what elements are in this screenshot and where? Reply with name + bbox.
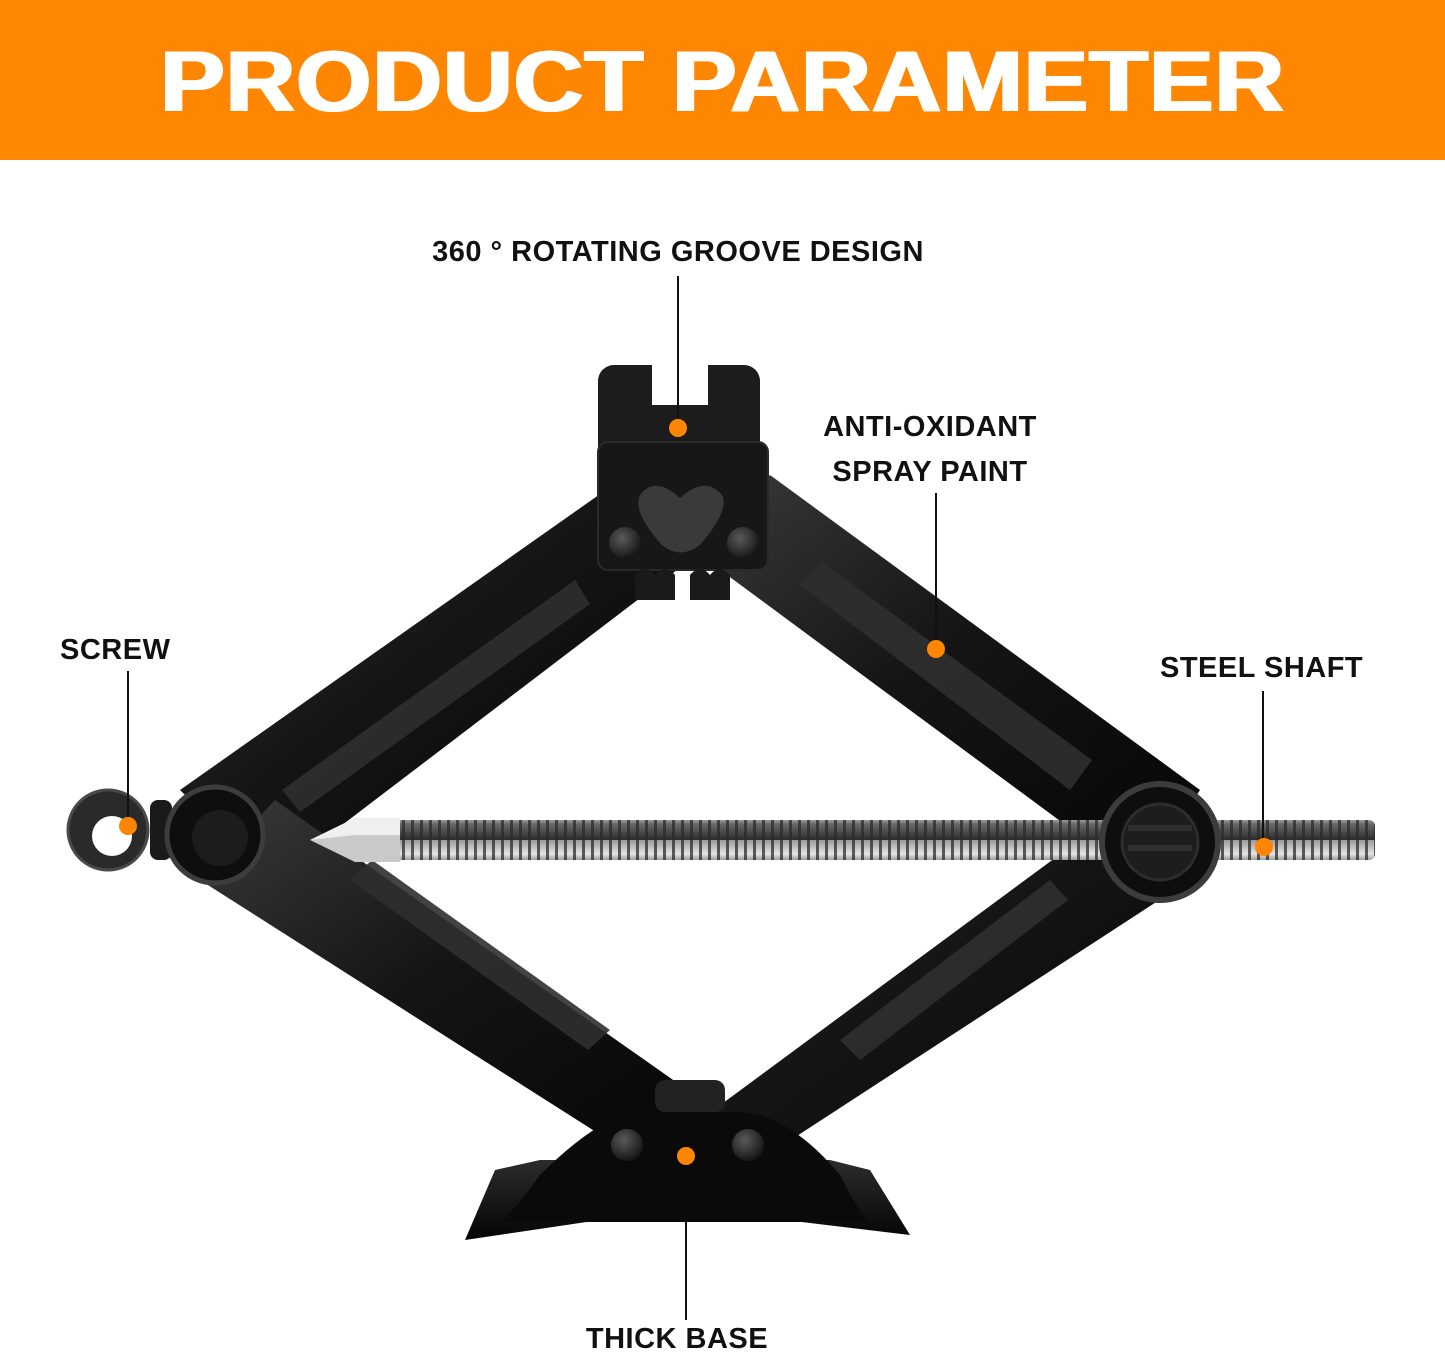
upper-left-arm: [180, 480, 690, 880]
callout-label-screw: SCREW: [60, 634, 171, 666]
callout-leader-screw: [127, 671, 129, 823]
callout-leader-shaft: [1262, 691, 1264, 843]
lower-right-arm: [700, 810, 1190, 1160]
header-banner: PRODUCT PARAMETER: [0, 0, 1445, 160]
callout-label-groove: 360 ° ROTATING GROOVE DESIGN: [432, 236, 924, 268]
callout-dot-groove: [669, 419, 687, 437]
callout-dot-base: [677, 1147, 695, 1165]
lower-left-arm: [200, 800, 730, 1160]
upper-right-arm: [700, 475, 1200, 880]
callout-leader-base: [685, 1220, 687, 1320]
base: [465, 1080, 910, 1240]
callout-label-base: THICK BASE: [585, 1323, 769, 1355]
callout-label-shaft: STEEL SHAFT: [1160, 652, 1364, 684]
callout-label-paint-line1: ANTI-OXIDANT: [823, 411, 1037, 443]
page-title: PRODUCT PARAMETER: [160, 33, 1285, 130]
callout-dot-paint: [927, 640, 945, 658]
right-pivot: [1099, 781, 1221, 903]
callout-label-paint-line2: SPRAY PAINT: [832, 456, 1028, 488]
left-pivot: [66, 784, 266, 886]
top-saddle: [597, 365, 769, 600]
callout-dot-shaft: [1255, 838, 1273, 856]
callout-leader-groove: [677, 276, 679, 426]
callout-leader-paint: [935, 493, 937, 645]
callout-dot-screw: [119, 817, 137, 835]
